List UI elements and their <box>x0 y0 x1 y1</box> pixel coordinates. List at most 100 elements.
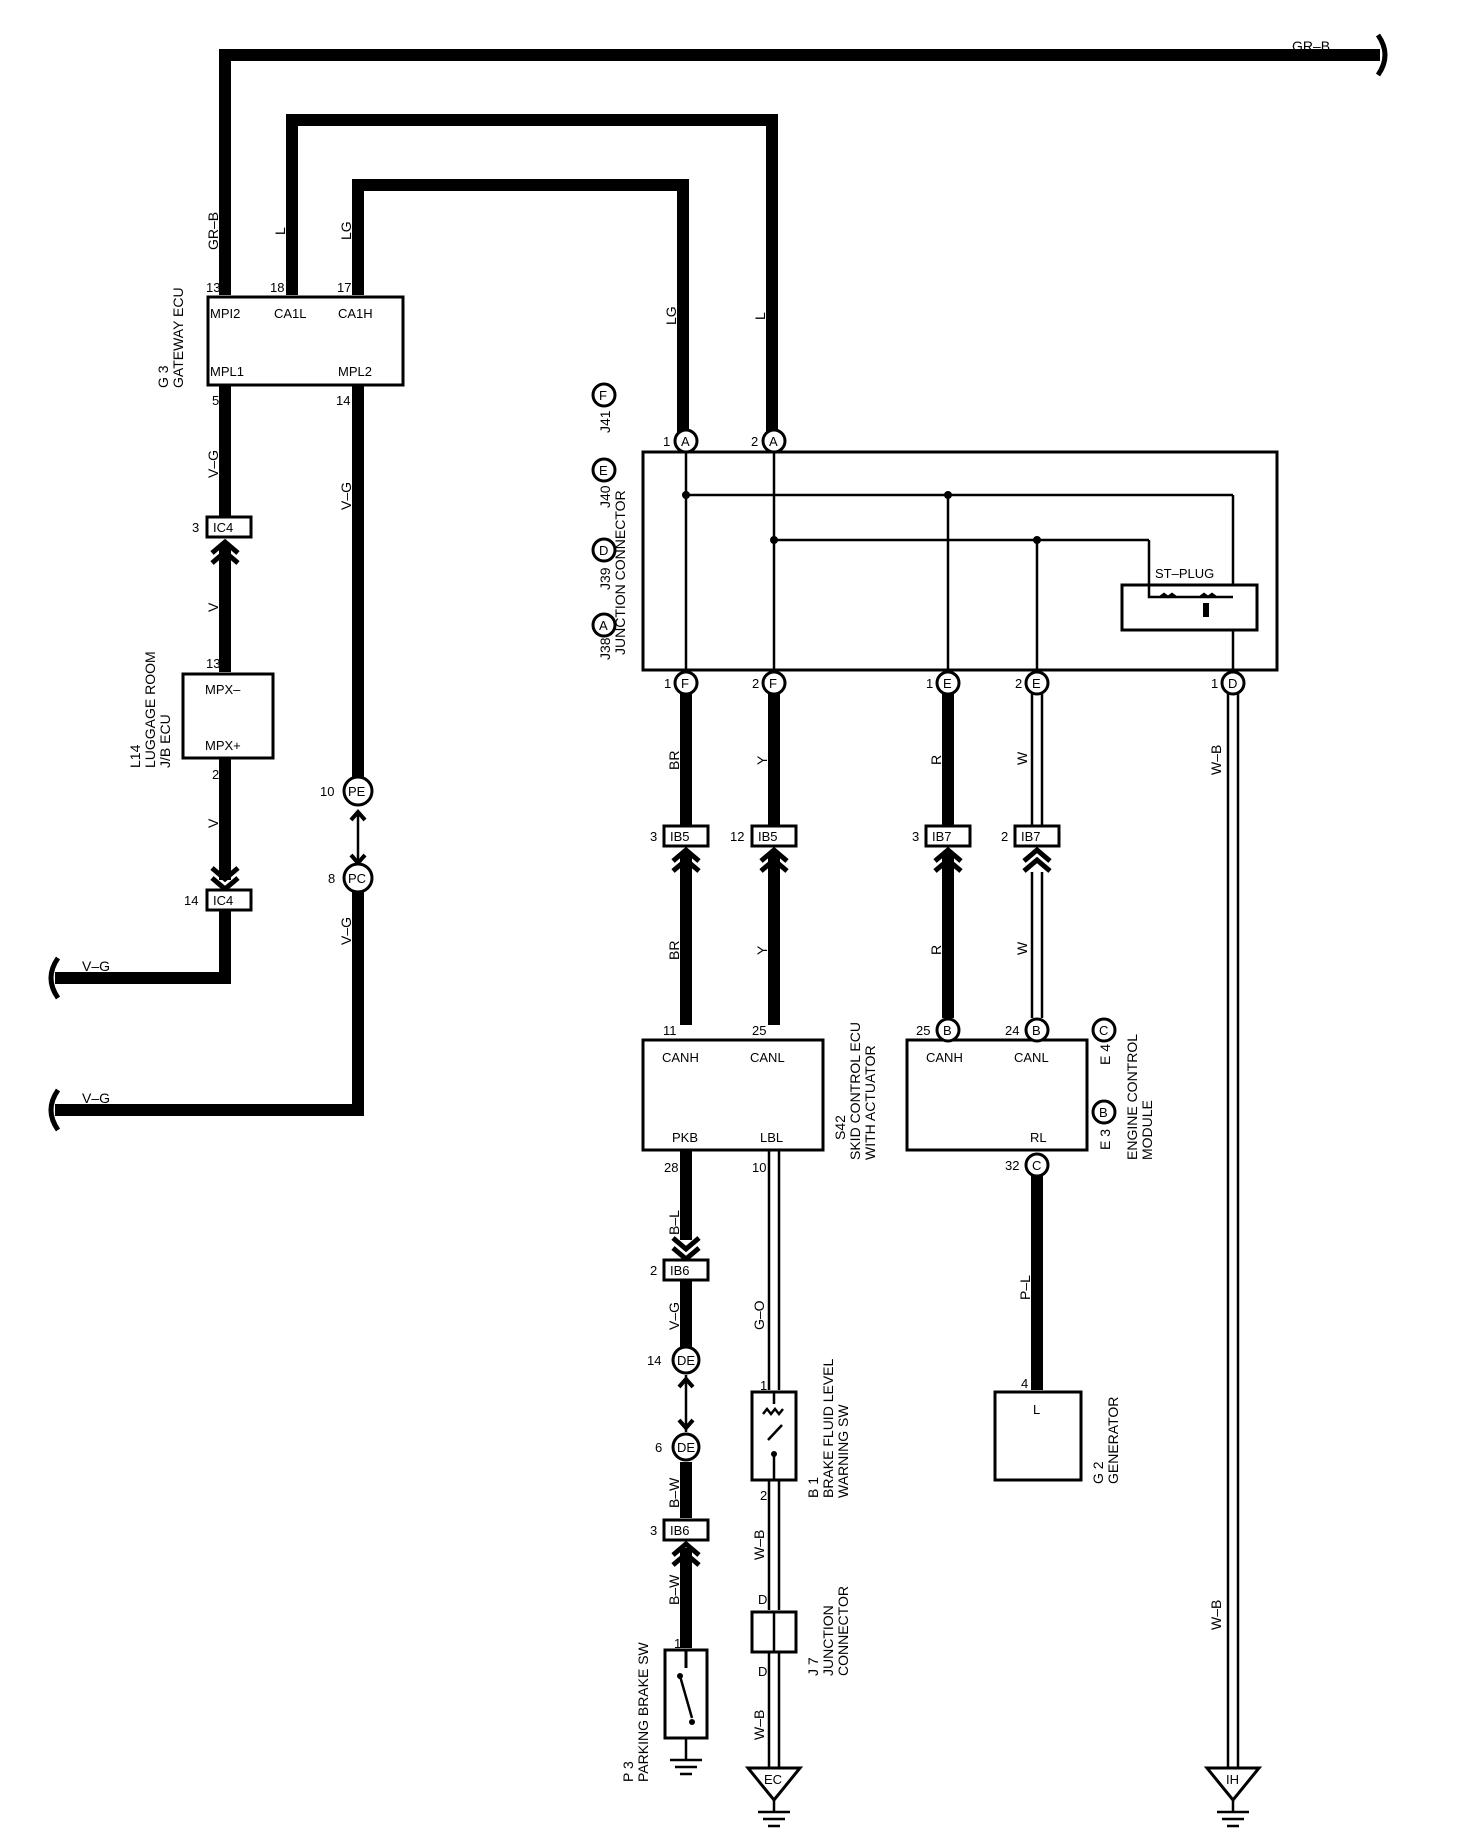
luggage-name2: J/B ECU <box>157 714 173 768</box>
svg-text:A: A <box>769 434 778 449</box>
svg-text:3: 3 <box>650 829 657 844</box>
wire-lg <box>352 179 689 440</box>
jc-letter-e: E <box>599 463 608 478</box>
svg-text:D: D <box>1228 676 1237 691</box>
luggage-name1: LUGGAGE ROOM <box>142 651 158 768</box>
brake-fluid-level-switch: 1 2 B 1 BRAKE FLUID LEVEL WARNING SW <box>750 1359 851 1503</box>
connector-ic4-top: IC4 3 <box>192 515 253 539</box>
jc-code-j39: J39 <box>597 567 613 590</box>
wire-gr-b <box>219 49 1380 295</box>
connector-de-b: DE 6 <box>655 1432 701 1462</box>
generator-name: GENERATOR <box>1105 1397 1121 1484</box>
gateway-pin-mpl1: MPL1 <box>210 364 244 379</box>
svg-text:F: F <box>769 676 777 691</box>
gateway-num-18: 18 <box>270 280 284 295</box>
connector-ic4-bottom-label: IC4 <box>213 893 233 908</box>
wire-label-y1: Y <box>754 755 770 765</box>
svg-text:4: 4 <box>1021 1376 1028 1391</box>
jc-code-j40: J40 <box>597 485 613 508</box>
svg-text:2: 2 <box>650 1263 657 1278</box>
gateway-num-17: 17 <box>337 280 351 295</box>
generator: L 4 G 2 GENERATOR <box>993 1376 1121 1484</box>
ground-symbol <box>670 1755 702 1776</box>
jc-code-j41: J41 <box>597 410 613 433</box>
engine-code-e3: E 3 <box>1097 1129 1113 1150</box>
wire-v-g-bottom1 <box>55 910 231 984</box>
svg-text:IH: IH <box>1226 1772 1239 1787</box>
gateway-num-14: 14 <box>336 393 350 408</box>
connector-pc-label: PC <box>348 871 366 886</box>
svg-text:1: 1 <box>760 1378 767 1393</box>
connector-ic4-bottom-num: 14 <box>184 893 198 908</box>
connector-pc: PC 8 <box>328 862 374 894</box>
connector-arrow <box>671 846 1052 873</box>
svg-text:L: L <box>1033 1402 1040 1417</box>
svg-text:3: 3 <box>650 1523 657 1538</box>
jc-letter-f: F <box>599 388 607 403</box>
engine-code-e4: E 4 <box>1097 1044 1113 1065</box>
svg-text:CANH: CANH <box>926 1050 963 1065</box>
j7-name1: JUNCTION <box>820 1605 836 1676</box>
connector-ib7-b: IB7 2 <box>1001 824 1061 848</box>
wire-label-w-b-j7: W–B <box>751 1530 767 1560</box>
svg-text:CANL: CANL <box>1014 1050 1049 1065</box>
wire-label-lg2: LG <box>663 306 679 325</box>
wire-label-v-g-bottom1: V–G <box>82 958 110 974</box>
wire-label-l: L <box>272 227 288 235</box>
gateway-pin-ca1l: CA1L <box>274 306 307 321</box>
svg-text:25: 25 <box>752 1023 766 1038</box>
wire-label-v: V <box>205 602 221 612</box>
junction-connector: ST–PLUG JUNCTION CONNECTOR J38 J39 J40 J… <box>591 382 1279 672</box>
gateway-pin-ca1h: CA1H <box>338 306 373 321</box>
svg-text:1: 1 <box>664 676 671 691</box>
st-plug <box>1120 583 1259 632</box>
svg-text:E: E <box>1032 676 1041 691</box>
svg-text:12: 12 <box>730 829 744 844</box>
engine-pin-b25: B 25 <box>916 1017 961 1043</box>
wire-w-b-j7 <box>767 1480 781 1610</box>
svg-text:D: D <box>758 1664 767 1679</box>
jc-pin-f2: F 2 <box>752 670 787 696</box>
wire-label-v-g-left: V–G <box>205 450 221 478</box>
wire-label-b-l: B–L <box>666 1210 682 1235</box>
wire-label-w-b-right2: W–B <box>1208 1600 1224 1630</box>
brake-fluid-name1: BRAKE FLUID LEVEL <box>820 1359 836 1498</box>
svg-text:IB5: IB5 <box>670 829 690 844</box>
connector-de-a: DE 14 <box>647 1345 701 1375</box>
wire-g-o <box>767 1150 781 1390</box>
ground-ec: EC <box>744 1766 804 1828</box>
engine-name2: MODULE <box>1139 1100 1155 1160</box>
svg-text:2: 2 <box>1015 676 1022 691</box>
skid-control-ecu: CANH CANL PKB LBL 11 25 28 10 S42 SKID C… <box>641 1022 878 1175</box>
wire-break-symbol <box>48 1088 61 1132</box>
wire-label-y2: Y <box>754 945 770 955</box>
wire-label-v2: V <box>205 818 221 828</box>
jc-pin-e2: E 2 <box>1015 670 1050 696</box>
svg-text:IB6: IB6 <box>670 1263 690 1278</box>
wire-label-br1: BR <box>666 751 682 770</box>
svg-text:32: 32 <box>1005 1158 1019 1173</box>
wire-label-v-g-pc: V–G <box>338 917 354 945</box>
svg-text:A: A <box>681 434 690 449</box>
svg-text:2: 2 <box>760 1488 767 1503</box>
connector-ib5-a: IB5 3 <box>650 824 710 848</box>
svg-text:DE: DE <box>677 1440 695 1455</box>
svg-text:CANH: CANH <box>662 1050 699 1065</box>
brake-fluid-code: B 1 <box>805 1477 821 1498</box>
wire-w-b-right <box>1226 694 1240 1768</box>
svg-text:11: 11 <box>663 1023 677 1038</box>
luggage-code: L14 <box>127 744 143 768</box>
wire-label-w2: W <box>1014 941 1030 955</box>
luggage-pin-mpx-plus: MPX+ <box>205 738 241 753</box>
wire-label-p-l: P–L <box>1017 1275 1033 1300</box>
j7-name2: CONNECTOR <box>835 1586 851 1676</box>
luggage-pin-mpx-minus: MPX– <box>205 682 241 697</box>
svg-text:10: 10 <box>752 1160 766 1175</box>
svg-text:B: B <box>1099 1105 1108 1120</box>
svg-text:2: 2 <box>752 676 759 691</box>
jc-pin-e1: E 1 <box>926 670 961 696</box>
svg-text:E: E <box>943 676 952 691</box>
connector-pe-num: 10 <box>320 784 334 799</box>
wire-label-r1: R <box>928 755 944 765</box>
